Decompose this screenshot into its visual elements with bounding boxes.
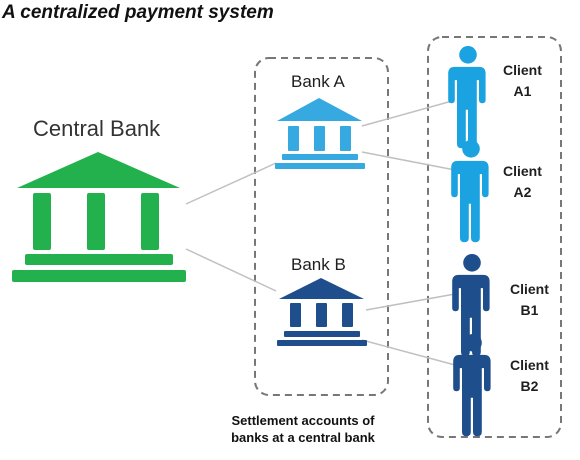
client-a2-label-line2: A2 xyxy=(513,184,532,200)
connector-bank-b-client-b2 xyxy=(361,339,456,366)
bank-b-icon xyxy=(277,278,367,346)
central-bank-icon xyxy=(12,152,186,282)
client-a1-label-line2: A1 xyxy=(513,83,532,99)
client-a2-label: Client A2 xyxy=(503,161,542,203)
connector-central-bank-b xyxy=(185,248,277,292)
client-b1-label-line1: Client xyxy=(510,281,549,297)
client-b1-label: Client B1 xyxy=(510,279,549,321)
settlement-caption-line2: banks at a central bank xyxy=(231,430,375,445)
connector-bank-b-client-b1 xyxy=(365,293,456,311)
central-bank-label: Central Bank xyxy=(33,116,161,141)
client-b2-label: Client B2 xyxy=(510,355,549,397)
clients-group-box xyxy=(427,36,562,438)
bank-a-icon xyxy=(275,98,365,169)
connector-bank-a-client-a2 xyxy=(361,151,456,171)
client-b1-label-line2: B1 xyxy=(520,302,539,318)
settlement-caption: Settlement accounts of banks at a centra… xyxy=(208,412,398,446)
banks-group-box xyxy=(254,57,389,396)
diagram-title: A centralized payment system xyxy=(2,2,274,23)
client-b2-label-line1: Client xyxy=(510,357,549,373)
client-a2-label-line1: Client xyxy=(503,163,542,179)
client-b2-label-line2: B2 xyxy=(520,378,539,394)
client-a1-label-line1: Client xyxy=(503,62,542,78)
settlement-caption-line1: Settlement accounts of xyxy=(231,413,375,428)
client-b2-person-icon xyxy=(453,334,491,437)
bank-a-label: Bank A xyxy=(291,72,345,91)
client-a1-person-icon xyxy=(448,46,486,149)
client-a2-person-icon xyxy=(451,140,489,243)
bank-b-label: Bank B xyxy=(291,255,346,274)
connector-central-bank-a xyxy=(185,162,277,205)
connector-bank-a-client-a1 xyxy=(361,100,453,127)
client-a1-label: Client A1 xyxy=(503,60,542,102)
